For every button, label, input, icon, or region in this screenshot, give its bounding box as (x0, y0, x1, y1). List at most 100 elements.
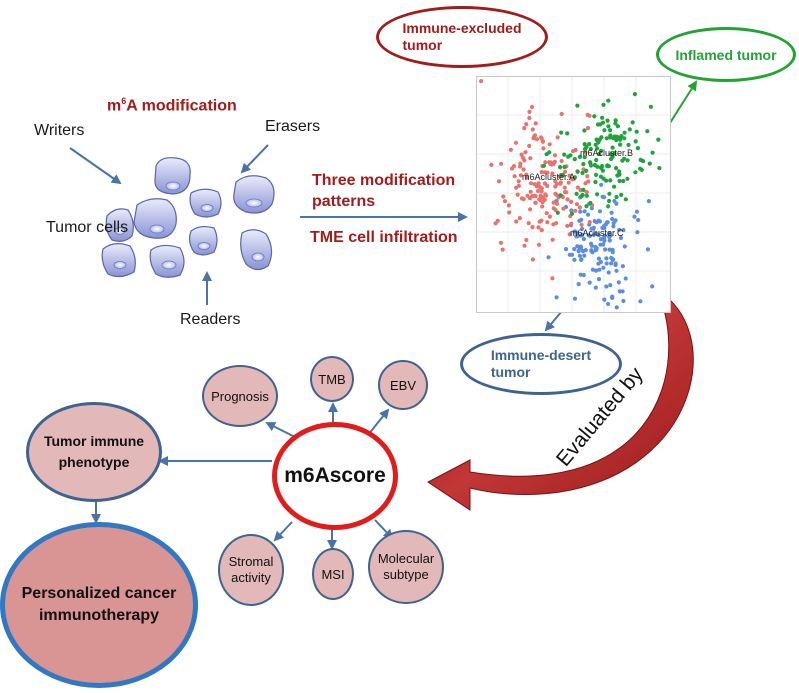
cluster-a-point (502, 199, 508, 204)
cluster-b-point (630, 120, 635, 125)
cluster-c-point (614, 305, 619, 310)
cluster-a-point (539, 189, 544, 194)
cluster-b-point (656, 137, 661, 142)
cluster-c-point (576, 248, 581, 253)
cluster-a-point (530, 127, 535, 132)
ebv-label: EBV (389, 377, 416, 393)
cluster-b-point (606, 98, 611, 103)
cluster-c-point (604, 256, 609, 261)
cluster-a-point (528, 156, 533, 161)
cluster-c-point (591, 225, 596, 230)
cluster-b-point (635, 146, 640, 151)
cluster-c-point (572, 246, 577, 252)
cluster-a-point (526, 221, 531, 226)
cluster-a-point (540, 200, 545, 205)
stromal-line2: activity (231, 570, 271, 585)
cluster-b-point (565, 131, 570, 136)
cluster-a-point (542, 181, 547, 186)
cluster-a-point (587, 113, 592, 118)
cluster-b-point (580, 192, 585, 197)
cluster-c-point (582, 209, 587, 214)
cluster-a-point (550, 171, 555, 176)
cluster-c-point (610, 216, 615, 222)
cluster-a-point (545, 220, 550, 225)
pci-line2: immunotherapy (38, 607, 159, 624)
cluster-c-point (599, 182, 604, 187)
cluster-c-point (613, 262, 618, 268)
cluster-b-point (633, 139, 638, 144)
immune-excluded-oval: Immune-excluded tumor (376, 6, 548, 68)
cluster-a-point (517, 216, 522, 221)
cluster-b-point (584, 193, 589, 198)
cluster-c-point (635, 230, 640, 235)
cluster-b-point (645, 129, 650, 134)
scatter-grid (477, 77, 670, 312)
cluster-a-point (500, 247, 505, 252)
cluster-c-point (608, 283, 613, 288)
cluster-c-point (578, 209, 583, 214)
cluster-b-point (600, 115, 605, 120)
cluster-c-point (587, 280, 592, 285)
cluster-b-point (577, 154, 583, 159)
cluster-b-point (569, 211, 575, 216)
cluster-b-point (601, 102, 606, 107)
cluster-a-point (540, 204, 545, 209)
cluster-b-point (607, 198, 612, 204)
cluster-b-point (588, 146, 593, 152)
cluster-a-point (555, 135, 560, 140)
cluster-a-point (522, 126, 527, 131)
cluster-a-point (519, 152, 524, 157)
scatter-frame (476, 76, 671, 313)
cluster-a-point (552, 153, 558, 158)
cluster-b-point (562, 152, 567, 157)
cluster-c-point (597, 209, 603, 214)
cluster-b-point (598, 165, 603, 170)
cluster-c-point (621, 228, 626, 233)
cluster-a-point (554, 181, 559, 187)
cluster-c-point (546, 255, 551, 260)
cluster-c-point (596, 256, 601, 261)
cluster-c-point (614, 268, 619, 273)
cluster-c-point (605, 220, 610, 225)
cluster-a-point (537, 197, 542, 202)
cluster-c-point (604, 261, 609, 266)
cluster-a-point (577, 205, 582, 210)
cluster-a-point (517, 164, 523, 169)
cluster-b-point (575, 103, 580, 108)
cluster-a-point (533, 200, 538, 205)
cluster-b-point (558, 193, 563, 198)
immune-desert-oval: Immune-desert tumor (460, 333, 622, 395)
cluster-a-point (575, 185, 580, 190)
cluster-b-point (606, 124, 611, 129)
cluster-b-point (581, 187, 586, 192)
cluster-c-point (616, 280, 621, 285)
cluster-c-point (602, 236, 607, 241)
cluster-c-point (611, 221, 616, 226)
stromal-line1: Stromal (228, 554, 274, 569)
cluster-c-point (569, 208, 574, 213)
tumor-cells-illustration (101, 157, 275, 278)
cluster-b-point (599, 135, 604, 140)
cluster-b-point (613, 134, 618, 139)
cluster-c-point (572, 296, 578, 301)
cluster-c-point (622, 244, 627, 249)
cluster-b-point (633, 170, 638, 175)
cell-nuclei (113, 181, 265, 270)
writers-label: Writers (34, 122, 85, 139)
cluster-a-point (539, 135, 544, 140)
cluster-a-point (524, 175, 529, 180)
cluster-b-point (617, 169, 622, 174)
prognosis-node: Prognosis (202, 365, 278, 427)
cluster-c-point (634, 209, 639, 214)
cluster-b-point (650, 150, 655, 155)
cluster-b-point (606, 204, 611, 209)
cluster-a-point (518, 173, 523, 178)
cluster-a-point (519, 196, 525, 201)
cluster-a-point (554, 221, 559, 226)
cluster-b-point (647, 161, 652, 166)
cluster-b-point (597, 151, 602, 157)
cluster-a-point (527, 115, 532, 121)
cluster-a-point (543, 160, 548, 165)
cluster-a-point (479, 79, 484, 84)
cluster-b-point (588, 163, 594, 168)
